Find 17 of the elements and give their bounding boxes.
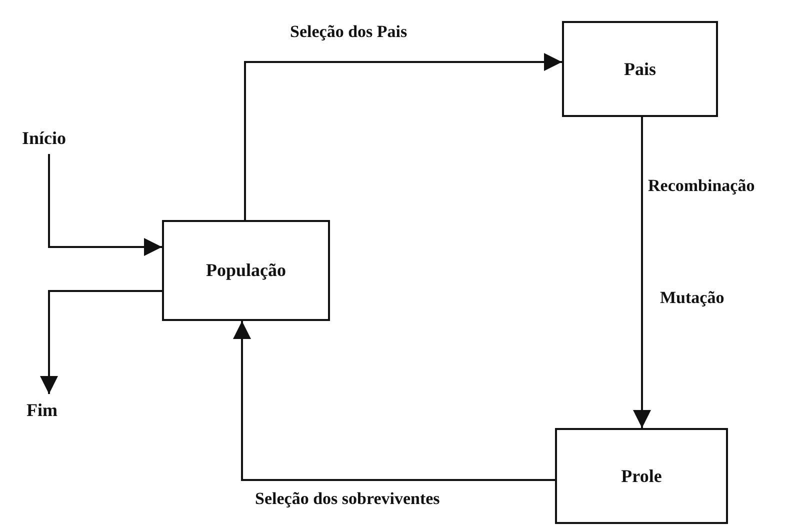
terminal-label: Fim <box>20 398 64 422</box>
box-label: Pais <box>624 58 656 80</box>
process-box <box>162 220 330 321</box>
step-label: Mutação <box>660 288 724 308</box>
process-box <box>555 428 728 524</box>
edge-label: Seleção dos sobreviventes <box>255 489 440 509</box>
process-box <box>562 21 718 117</box>
arrow <box>48 154 162 256</box>
arrow <box>244 53 562 220</box>
arrow <box>40 290 162 394</box>
arrow <box>633 117 651 428</box>
arrow <box>233 321 555 481</box>
box-label: Prole <box>621 466 662 486</box>
edge-label: Seleção dos Pais <box>290 22 408 42</box>
box-label: População <box>206 260 286 281</box>
step-label: Recombinação <box>648 176 755 196</box>
terminal-label: Início <box>13 126 75 150</box>
